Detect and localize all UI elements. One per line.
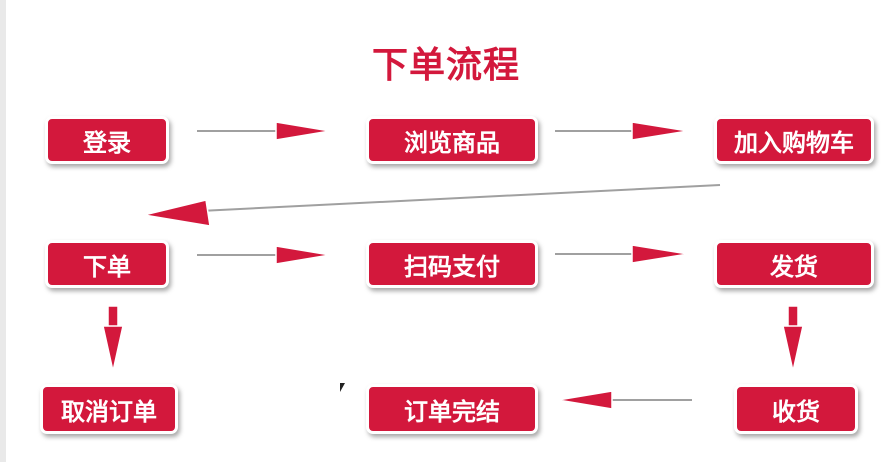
arrow-ship-to-receive [782,305,804,372]
node-add-to-cart: 加入购物车 [714,116,874,164]
node-order-complete: 订单完结 [366,384,538,434]
node-browse: 浏览商品 [366,116,538,164]
arrow-login-to-browse [197,121,331,141]
node-login: 登录 [45,116,169,164]
diagram-title: 下单流程 [371,45,520,86]
arrow-pay-to-ship [555,244,689,264]
node-cancel-order: 取消订单 [40,384,178,434]
arrow-cart-to-order [143,184,721,227]
node-scan-pay: 扫码支付 [366,240,538,288]
left-edge-rule [0,0,6,462]
mouse-cursor-icon [340,383,345,392]
arrow-order-to-pay [197,245,331,265]
arrow-browse-to-cart [555,121,689,141]
arrow-receive-to-complete [557,390,692,410]
node-ship: 发货 [714,240,874,288]
arrow-order-to-cancel [102,305,124,372]
node-receive: 收货 [734,384,858,434]
node-place-order: 下单 [45,240,169,288]
